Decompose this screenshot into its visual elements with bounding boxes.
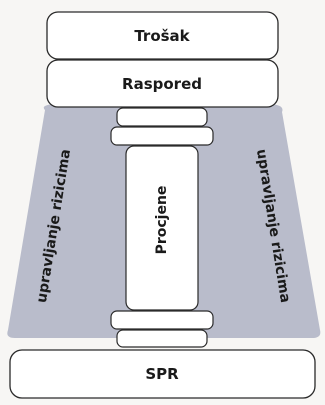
estimates-label: Procjene — [154, 185, 170, 255]
column-capital-lower — [110, 126, 214, 146]
foundation-box-shape — [9, 349, 316, 399]
column-base-lower — [116, 329, 208, 348]
schedule-label: Raspored — [122, 75, 202, 93]
column-shaft-shape — [125, 145, 199, 311]
cost-label: Trošak — [134, 27, 190, 45]
schedule-box-shape — [46, 59, 279, 108]
cost-box-shape — [46, 11, 279, 60]
column-base-upper — [110, 310, 214, 330]
column-capital-upper — [116, 107, 208, 127]
spr-label: SPR — [145, 365, 179, 383]
